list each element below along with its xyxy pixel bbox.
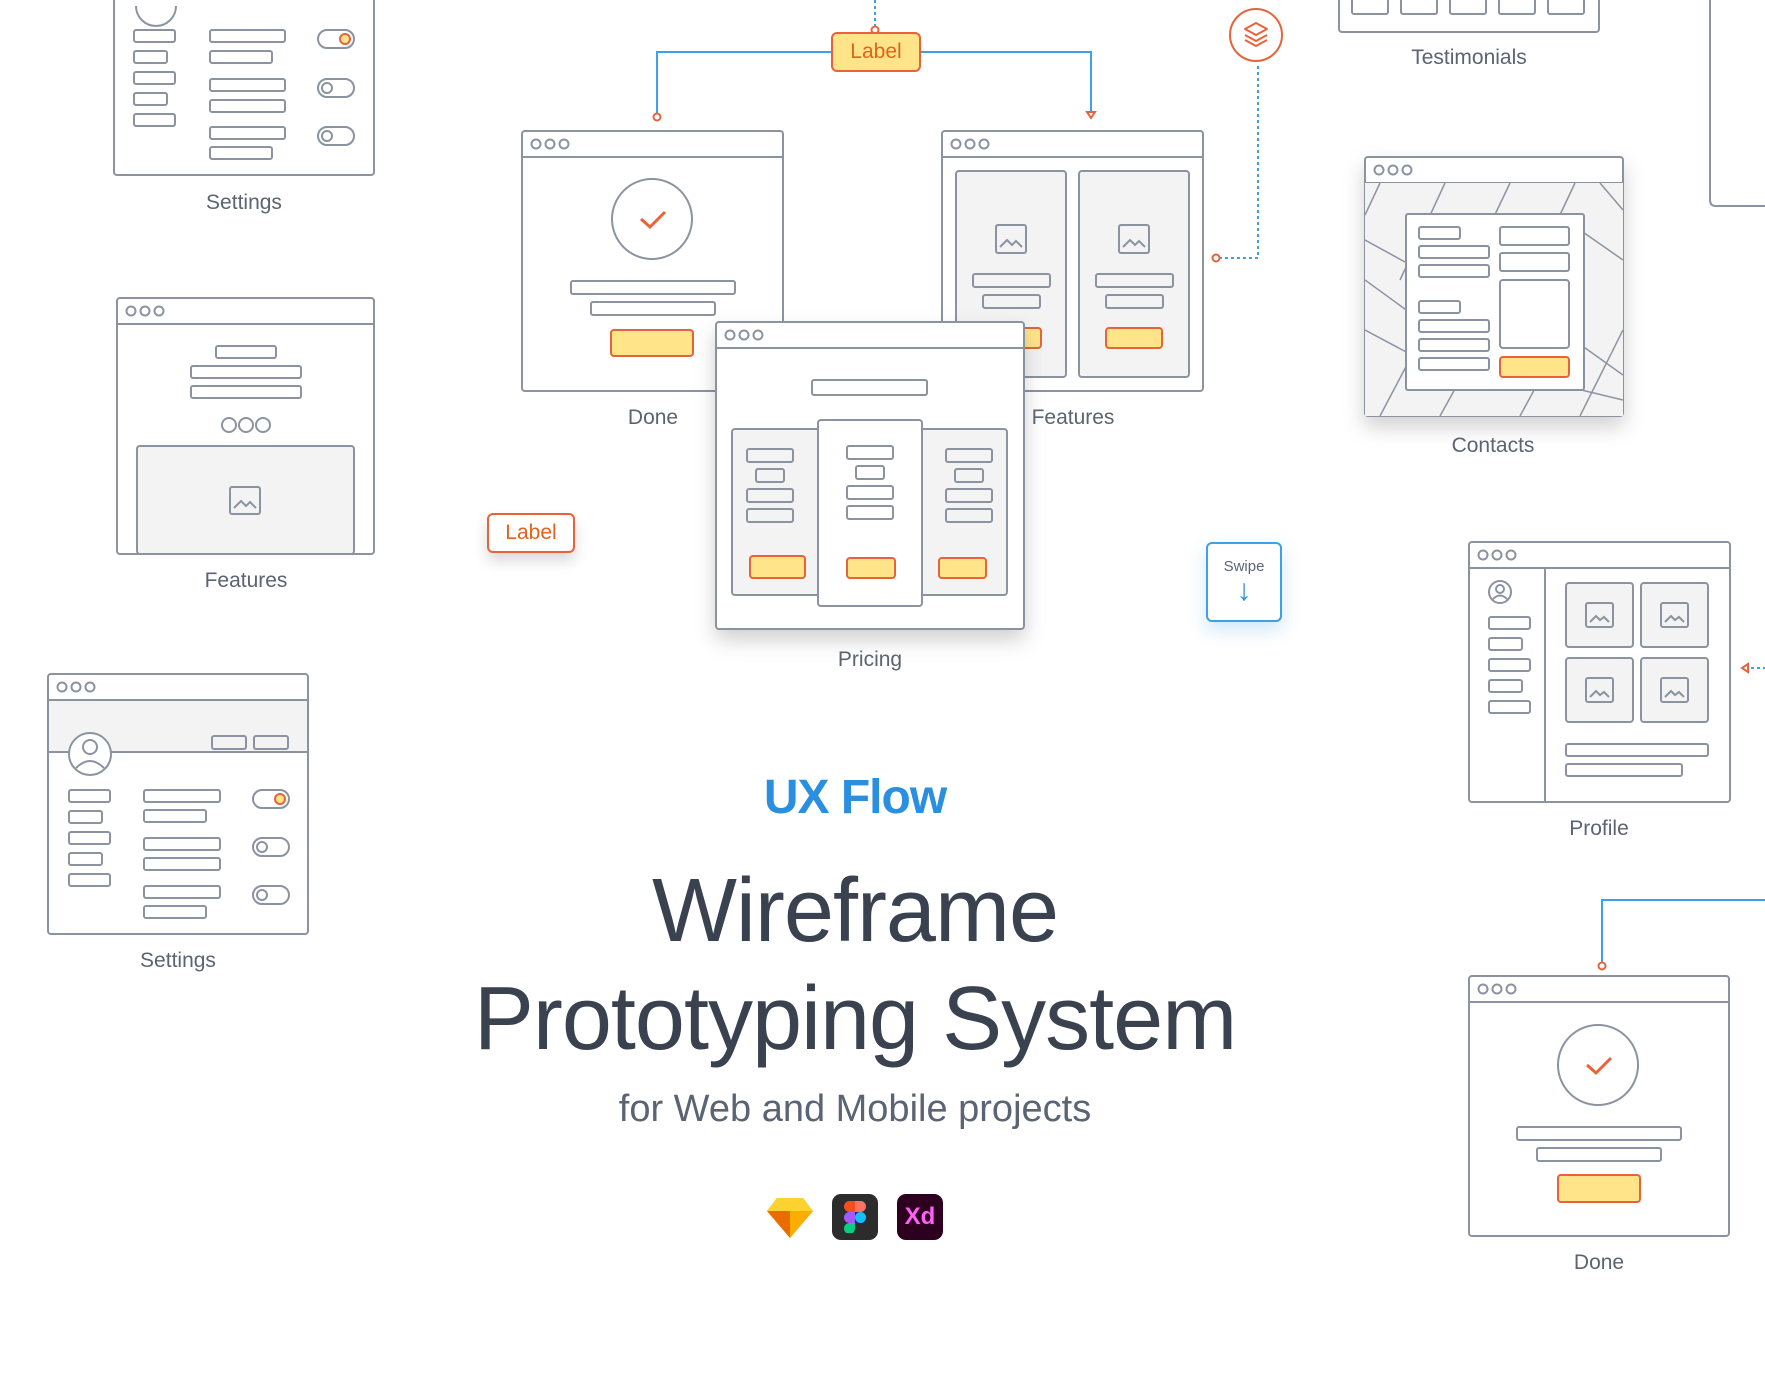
xd-icon: Xd xyxy=(897,1194,943,1240)
wireframe-profile xyxy=(1468,541,1731,803)
caption-testimonials: Testimonials xyxy=(1411,46,1527,69)
wireframe-testimonials xyxy=(1338,0,1600,33)
caption-profile: Profile xyxy=(1569,817,1629,840)
sketch-icon xyxy=(767,1194,813,1240)
hero-kicker: UX Flow xyxy=(763,771,947,824)
hero-title-line2: Prototyping System xyxy=(473,969,1237,1069)
caption-contacts: Contacts xyxy=(1451,434,1535,457)
wireframe-done-right xyxy=(1468,975,1730,1237)
wireframe-features-left xyxy=(116,297,375,555)
flow-connectors xyxy=(656,0,1765,964)
caption-done-center: Done xyxy=(627,406,679,429)
caption-pricing: Pricing xyxy=(837,648,903,671)
flow-endpoints xyxy=(652,25,1749,971)
wireframe-pricing xyxy=(715,321,1025,630)
flow-label-top[interactable]: Label xyxy=(831,32,921,72)
figma-icon xyxy=(832,1194,878,1240)
arrow-down-icon: ↓ xyxy=(1236,574,1252,607)
hero-subtitle: for Web and Mobile projects xyxy=(618,1088,1092,1130)
swipe-gesture-card[interactable]: Swipe ↓ xyxy=(1206,542,1282,622)
caption-done-right: Done xyxy=(1573,1251,1625,1274)
wireframe-cropped-right xyxy=(1709,0,1765,207)
wireframe-settings-top xyxy=(113,0,375,176)
caption-features-left: Features xyxy=(204,569,288,592)
flow-label-side[interactable]: Label xyxy=(487,513,575,553)
swipe-label: Swipe xyxy=(1223,558,1265,575)
wireframe-settings-left xyxy=(47,673,309,935)
caption-settings-top: Settings xyxy=(206,191,282,214)
caption-features-center: Features xyxy=(1031,406,1115,429)
caption-settings-left: Settings xyxy=(140,949,216,972)
hero-title-line1: Wireframe xyxy=(651,861,1059,961)
wireframe-contacts xyxy=(1364,156,1624,417)
layers-badge-icon xyxy=(1229,8,1283,62)
